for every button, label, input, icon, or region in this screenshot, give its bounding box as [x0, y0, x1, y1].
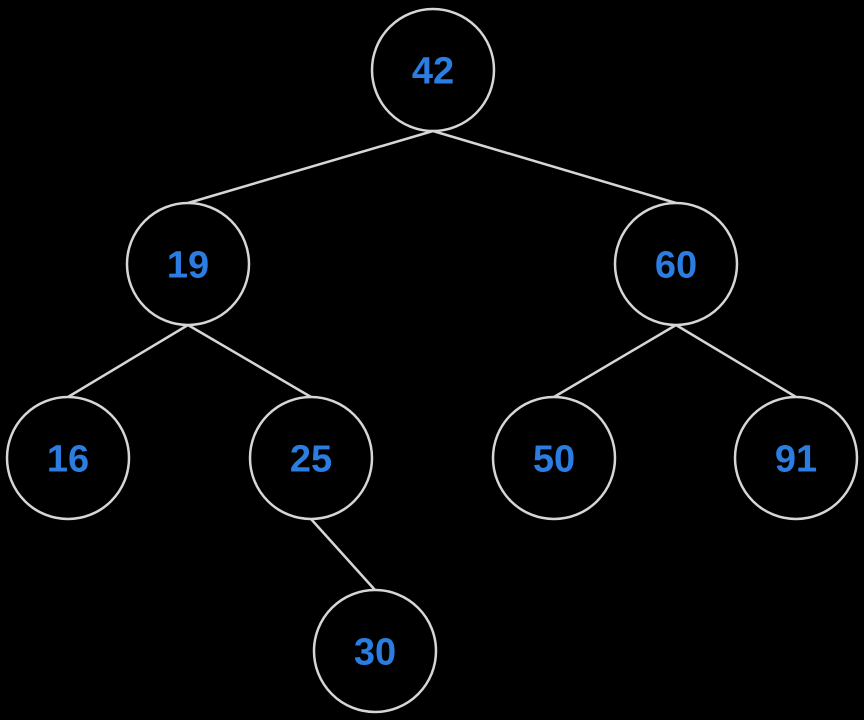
node-label-19: 19	[167, 245, 209, 287]
tree-edge-25-30	[310, 518, 376, 591]
tree-node-42: 42	[370, 7, 496, 133]
tree-edge-19-16	[67, 323, 189, 399]
tree-edge-42-19	[187, 129, 434, 205]
node-label-91: 91	[775, 439, 817, 481]
node-label-16: 16	[47, 439, 89, 481]
tree-node-50: 50	[491, 395, 617, 521]
node-circle-25	[248, 395, 374, 521]
node-circle-91	[733, 395, 859, 521]
tree-edge-60-91	[675, 323, 797, 399]
node-circle-50	[491, 395, 617, 521]
node-circle-30	[312, 588, 438, 714]
node-circle-42	[370, 7, 496, 133]
node-circle-60	[613, 201, 739, 327]
tree-node-60: 60	[613, 201, 739, 327]
tree-node-19: 19	[125, 201, 251, 327]
node-circle-16	[5, 395, 131, 521]
node-label-25: 25	[290, 439, 332, 481]
node-circle-19	[125, 201, 251, 327]
node-label-50: 50	[533, 439, 575, 481]
tree-edge-42-60	[432, 129, 677, 205]
node-label-30: 30	[354, 632, 396, 674]
node-label-60: 60	[655, 245, 697, 287]
tree-node-16: 16	[5, 395, 131, 521]
tree-node-30: 30	[312, 588, 438, 714]
tree-node-91: 91	[733, 395, 859, 521]
node-label-42: 42	[412, 51, 454, 93]
tree-node-25: 25	[248, 395, 374, 521]
tree-edge-60-50	[553, 323, 677, 399]
tree-edge-19-25	[187, 323, 312, 399]
